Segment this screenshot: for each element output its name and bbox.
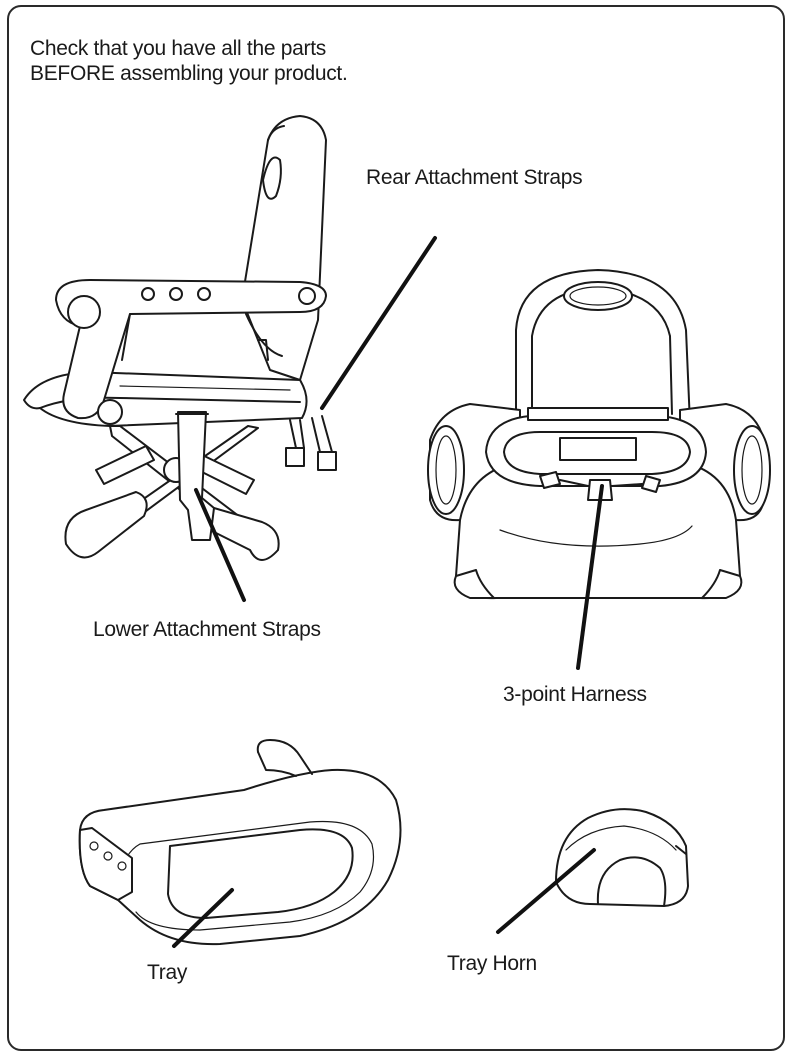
tray-horn-illustration [555,808,689,907]
label-lower-attachment-straps: Lower Attachment Straps [93,618,321,641]
intro-line-1: Check that you have all the parts [30,37,326,60]
booster-seat-side-illustration [23,115,337,561]
page-border [7,5,785,1051]
tray-illustration [78,739,402,946]
intro-text: Check that you have all the parts BEFORE… [30,36,348,86]
booster-seat-front-illustration [427,269,771,600]
leader-line-rear-straps [320,236,437,410]
leader-line-tray [172,888,234,948]
label-3-point-harness: 3-point Harness [503,683,647,706]
label-rear-attachment-straps: Rear Attachment Straps [366,166,583,189]
intro-line-2: BEFORE assembling your product. [30,62,348,85]
leader-line-tray-horn [496,848,596,934]
leader-line-harness [576,484,604,670]
leader-line-lower-straps [194,488,246,602]
label-tray: Tray [147,961,188,984]
label-tray-horn: Tray Horn [447,952,537,975]
